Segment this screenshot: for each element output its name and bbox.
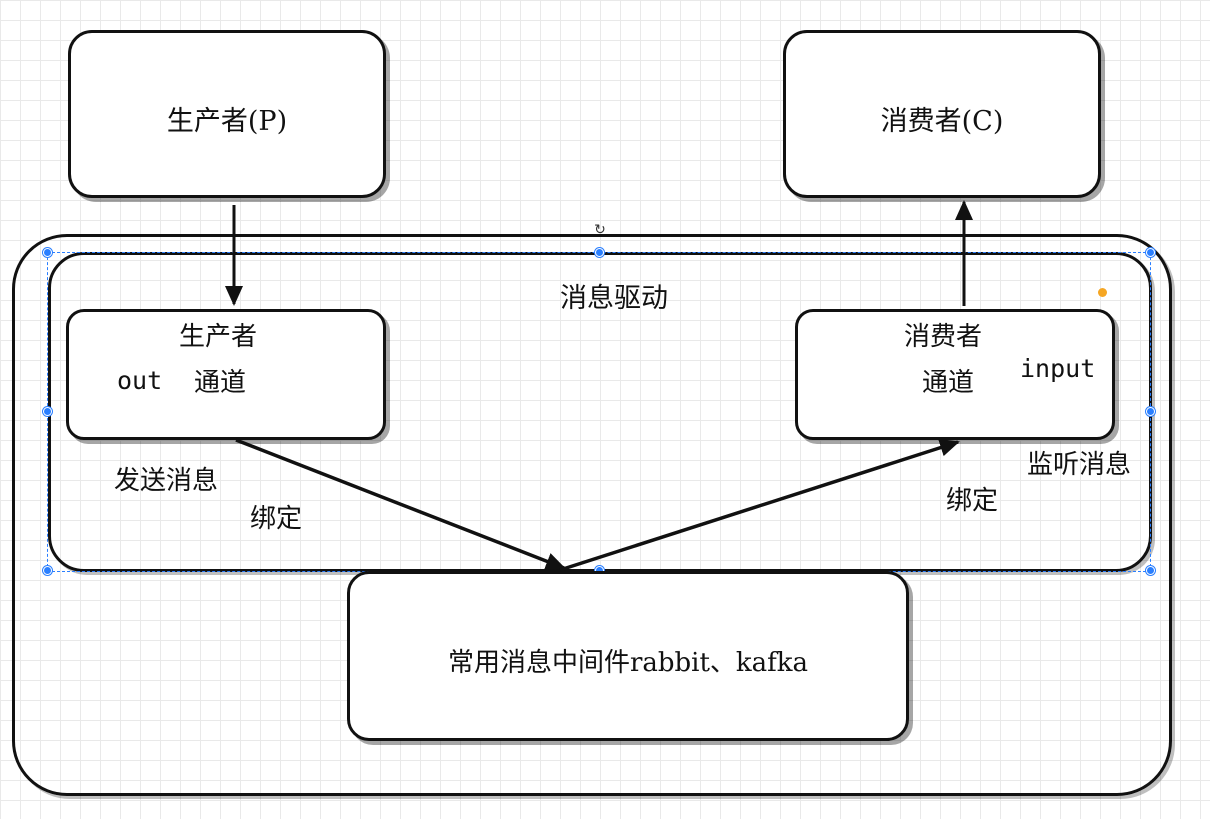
selection-handle[interactable] (43, 248, 52, 257)
producer-title: 生产者(P) (166, 106, 288, 137)
send-message-label: 发送消息 (114, 466, 219, 496)
middleware-title: 常用消息中间件rabbit、kafka (447, 648, 809, 678)
connection-point-icon (1098, 288, 1107, 297)
outer-container (12, 234, 1172, 796)
producer-channel-name: 通道 (194, 368, 247, 398)
arrow-middleware-to-input (559, 438, 960, 572)
selection-handle[interactable] (1146, 248, 1155, 257)
consumer-box[interactable]: 消费者(C) (783, 30, 1101, 198)
producer-channel-box[interactable]: 生产者 out 通道 (66, 309, 386, 440)
selection-handle[interactable] (1146, 566, 1155, 575)
container-title: 消息驱动 (560, 283, 668, 314)
selection-handle[interactable] (43, 407, 52, 416)
selection-handle[interactable] (1146, 407, 1155, 416)
consumer-channel-suffix: input (1020, 354, 1096, 383)
listen-message-label: 监听消息 (1027, 450, 1132, 480)
consumer-channel-name: 通道 (922, 368, 975, 398)
consumer-channel-box[interactable]: 消费者 通道 input (795, 309, 1115, 440)
producer-channel-prefix: out (117, 366, 163, 395)
bind-left-label: 绑定 (250, 504, 303, 534)
producer-box[interactable]: 生产者(P) (68, 30, 386, 198)
arrow-send-to-middleware (235, 438, 566, 570)
consumer-channel-label: 消费者 (904, 322, 983, 352)
bind-right-label: 绑定 (946, 486, 999, 516)
selection-handle[interactable] (595, 248, 604, 257)
selection-handle[interactable] (43, 566, 52, 575)
producer-channel-label: 生产者 (179, 322, 258, 352)
consumer-title: 消费者(C) (880, 106, 1004, 137)
rotate-handle-icon[interactable]: ↻ (594, 222, 606, 238)
middleware-box[interactable]: 常用消息中间件rabbit、kafka (347, 571, 909, 741)
